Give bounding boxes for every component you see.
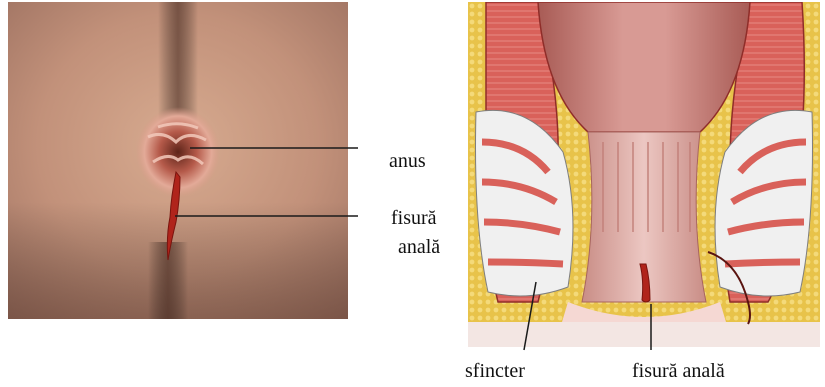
anatomy-illustration-panel: [468, 2, 820, 347]
anus-label: anus: [389, 150, 426, 172]
fissure-label-line2: anală: [398, 236, 440, 258]
sphincter-label: sfincter: [465, 360, 525, 382]
clinical-photo: [8, 2, 348, 319]
clinical-photo-panel: [8, 2, 348, 319]
anatomy-illustration: [468, 2, 820, 347]
perianal-skin: [468, 322, 820, 347]
fissure-illustration-label: fisură anală: [632, 360, 725, 382]
fissure-label-line1: fisură: [391, 207, 437, 229]
